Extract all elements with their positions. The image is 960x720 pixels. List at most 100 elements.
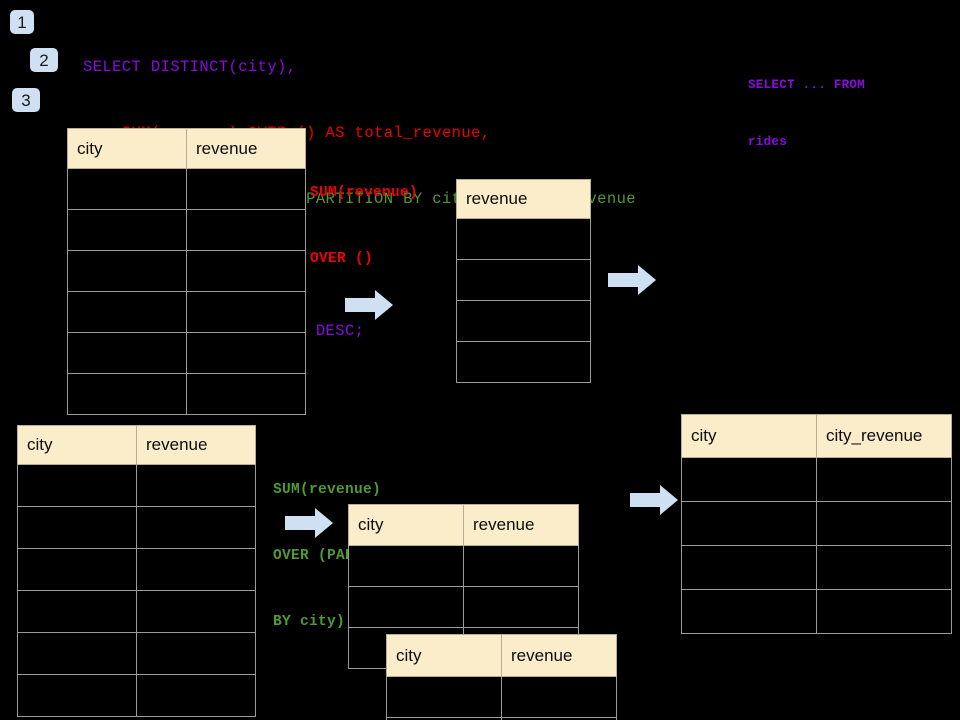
cell-city[interactable] — [17, 464, 137, 507]
cell-revenue[interactable] — [456, 218, 591, 260]
column-header-city: city — [386, 634, 502, 677]
table-total-revenue-result[interactable]: revenue — [456, 179, 591, 383]
cell-city[interactable] — [67, 250, 187, 292]
cell-city[interactable] — [17, 632, 137, 675]
cell-city[interactable] — [17, 506, 137, 549]
cell-revenue[interactable] — [456, 300, 591, 342]
table-row[interactable] — [17, 548, 256, 591]
cell-city-revenue[interactable] — [816, 501, 952, 546]
cell-revenue[interactable] — [501, 717, 617, 720]
cell-revenue[interactable] — [136, 590, 256, 633]
cell-revenue[interactable] — [136, 632, 256, 675]
cell-city[interactable] — [17, 590, 137, 633]
step-badge-2-label: 2 — [39, 50, 49, 70]
cell-revenue[interactable] — [186, 209, 306, 251]
cell-city[interactable] — [681, 501, 817, 546]
table-source-bottom[interactable]: city revenue — [17, 425, 256, 717]
cell-city[interactable] — [17, 674, 137, 717]
table-source-top[interactable]: city revenue — [67, 128, 306, 415]
table-row[interactable] — [456, 341, 591, 383]
cell-city-revenue[interactable] — [816, 589, 952, 634]
table-row[interactable] — [17, 590, 256, 633]
step-badge-1[interactable]: 1 — [10, 10, 34, 34]
table-partition-front[interactable]: city revenue — [386, 634, 617, 720]
cell-revenue[interactable] — [136, 464, 256, 507]
cell-revenue[interactable] — [136, 674, 256, 717]
column-header-revenue: revenue — [456, 179, 591, 219]
cell-city[interactable] — [67, 373, 187, 415]
cell-city[interactable] — [681, 589, 817, 634]
cell-revenue[interactable] — [456, 259, 591, 301]
cell-revenue[interactable] — [136, 506, 256, 549]
table-row[interactable] — [386, 676, 617, 718]
step-badge-3[interactable]: 3 — [12, 88, 40, 112]
step-badge-2[interactable]: 2 — [30, 48, 58, 72]
table-row[interactable] — [67, 332, 306, 374]
cell-city[interactable] — [681, 457, 817, 502]
cell-revenue[interactable] — [463, 545, 579, 587]
cell-city[interactable] — [386, 676, 502, 718]
table-header-row: city revenue — [348, 504, 579, 546]
table-row[interactable] — [17, 506, 256, 549]
cell-city[interactable] — [348, 545, 464, 587]
table-row[interactable] — [67, 168, 306, 210]
column-header-city: city — [17, 425, 137, 465]
column-header-revenue: revenue — [136, 425, 256, 465]
column-header-revenue: revenue — [463, 504, 579, 546]
cell-city[interactable] — [67, 291, 187, 333]
cell-revenue[interactable] — [136, 548, 256, 591]
table-row[interactable] — [681, 501, 952, 546]
table-row[interactable] — [456, 300, 591, 342]
annotation-city-revenue-line-3: BY city) — [273, 614, 346, 630]
table-row[interactable] — [348, 545, 579, 587]
side-note-select-from-rides: SELECT ... FROM rides — [748, 38, 865, 190]
annotation-total-revenue-line-2: OVER () — [310, 251, 374, 267]
table-row[interactable] — [681, 589, 952, 634]
table-final-result[interactable]: city city_revenue — [681, 414, 952, 634]
table-row[interactable] — [17, 464, 256, 507]
cell-city-revenue[interactable] — [816, 457, 952, 502]
table-row[interactable] — [67, 291, 306, 333]
cell-revenue[interactable] — [186, 373, 306, 415]
table-row[interactable] — [67, 250, 306, 292]
cell-revenue[interactable] — [501, 676, 617, 718]
arrow-source-to-partition — [285, 508, 333, 538]
side-note-line-1: SELECT ... FROM — [748, 78, 866, 92]
cell-revenue[interactable] — [186, 332, 306, 374]
table-row[interactable] — [67, 209, 306, 251]
cell-revenue[interactable] — [186, 291, 306, 333]
arrow-source-to-total — [345, 290, 393, 320]
cell-city[interactable] — [681, 545, 817, 590]
annotation-city-revenue-line-1: SUM(revenue) — [273, 482, 382, 498]
table-row[interactable] — [456, 218, 591, 260]
column-header-city: city — [67, 128, 187, 169]
cell-revenue[interactable] — [186, 168, 306, 210]
table-row[interactable] — [17, 632, 256, 675]
table-row[interactable] — [17, 674, 256, 717]
table-header-row: city revenue — [386, 634, 617, 677]
table-row[interactable] — [456, 259, 591, 301]
table-row[interactable] — [348, 586, 579, 628]
cell-city[interactable] — [67, 332, 187, 374]
table-row[interactable] — [67, 373, 306, 415]
step-badge-1-label: 1 — [17, 12, 27, 32]
cell-city[interactable] — [67, 209, 187, 251]
side-note-line-2: rides — [748, 135, 788, 149]
cell-city[interactable] — [348, 586, 464, 628]
table-row[interactable] — [681, 457, 952, 502]
table-row[interactable] — [681, 545, 952, 590]
table-header-row: city city_revenue — [681, 414, 952, 458]
cell-revenue[interactable] — [186, 250, 306, 292]
column-header-revenue: revenue — [186, 128, 306, 169]
cell-city-revenue[interactable] — [816, 545, 952, 590]
cell-revenue[interactable] — [456, 341, 591, 383]
cell-city[interactable] — [17, 548, 137, 591]
table-header-row: city revenue — [17, 425, 256, 465]
table-row[interactable] — [386, 717, 617, 720]
sql-line-select: SELECT DISTINCT(city), — [83, 58, 297, 76]
cell-city[interactable] — [67, 168, 187, 210]
step-badge-3-label: 3 — [21, 90, 31, 110]
table-header-row: revenue — [456, 179, 591, 219]
cell-revenue[interactable] — [463, 586, 579, 628]
